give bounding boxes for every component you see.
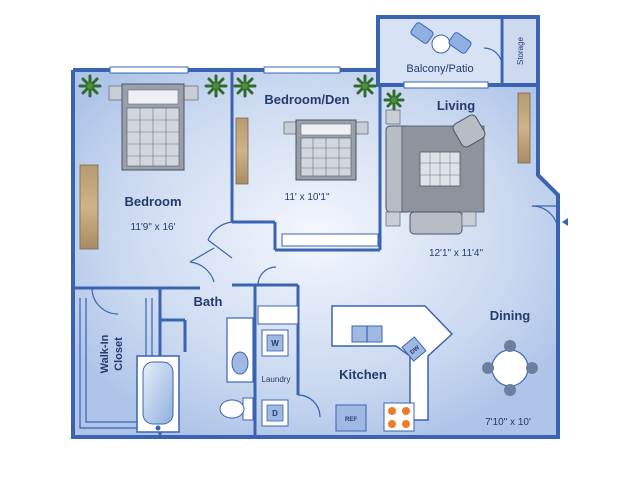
door-bedroom-leaf	[207, 239, 233, 259]
balcony-chair-2	[448, 32, 472, 54]
dining-chair-top	[504, 340, 516, 352]
den-closet	[281, 233, 379, 247]
storage-floor	[502, 17, 538, 85]
burner-4	[402, 420, 410, 428]
bedroom-nightstand-left	[108, 85, 124, 101]
window-bedroom	[109, 66, 189, 74]
washer-lid	[266, 334, 284, 352]
dryer-door	[266, 404, 284, 422]
door-closet	[91, 287, 119, 315]
stove	[383, 402, 415, 432]
plant-icon	[204, 74, 228, 98]
living-end-table-3	[461, 211, 477, 227]
door-bath	[189, 261, 215, 283]
bathroom-sink	[231, 351, 249, 375]
label-bedroom-den: Bedroom/Den	[264, 92, 349, 107]
den-nightstand-right	[355, 121, 369, 135]
dishwasher-label: DW	[410, 345, 422, 356]
toilet-bowl	[219, 399, 245, 419]
dining-table	[491, 349, 529, 387]
bedroom-pillows	[127, 89, 179, 105]
entry-marker	[562, 218, 568, 226]
label-living: Living	[437, 98, 475, 113]
balcony-chair-1	[410, 22, 434, 44]
living-loveseat	[409, 211, 463, 235]
label-storage: Storage	[516, 36, 525, 65]
refrigerator-label: REF	[345, 417, 357, 423]
bedroom-bed-grid	[127, 108, 179, 166]
balcony-wall	[376, 15, 540, 85]
plant-icon	[78, 74, 102, 98]
balcony-table	[431, 34, 451, 54]
label-balcony: Balcony/Patio	[406, 63, 473, 75]
living-tv-console	[517, 92, 531, 164]
dims-bedroom-den: 11' x 10'1"	[285, 192, 330, 203]
label-laundry: Laundry	[262, 375, 291, 384]
label-kitchen: Kitchen	[339, 367, 387, 382]
dishwasher	[401, 336, 427, 362]
dining-chair-left	[482, 362, 494, 374]
exterior-wall	[71, 68, 560, 439]
label-walk-in-closet-line2: Closet	[113, 337, 125, 371]
coffee-table-grid	[420, 152, 460, 186]
tub-faucet	[155, 425, 161, 431]
refrigerator	[335, 404, 367, 432]
bedroom-nightstand-right	[183, 85, 199, 101]
burner-1	[388, 407, 396, 415]
burner-2	[402, 407, 410, 415]
living-armchair	[452, 114, 486, 148]
den-nightstand-left	[283, 121, 297, 135]
washer-label: W	[271, 339, 279, 348]
burner-3	[388, 420, 396, 428]
bedroom-dresser	[79, 164, 99, 250]
den-pillows	[300, 123, 352, 136]
label-dining: Dining	[490, 308, 530, 323]
label-bedroom: Bedroom	[124, 194, 181, 209]
dims-living: 12'1" x 11'4"	[429, 248, 484, 259]
window-den	[263, 66, 341, 74]
door-storage	[483, 47, 503, 67]
dining-chair-bottom	[504, 384, 516, 396]
dining-chair-right	[526, 362, 538, 374]
laundry-shelf	[257, 305, 299, 325]
dims-bedroom: 11'9" x 16'	[131, 222, 176, 233]
dims-dining: 7'10" x 10'	[485, 417, 531, 428]
den-bed-grid	[301, 138, 351, 176]
den-desk	[235, 117, 249, 185]
living-end-table-2	[385, 211, 401, 227]
plant-icon	[233, 74, 257, 98]
door-laundry	[297, 394, 321, 418]
label-walk-in-closet-line1: Walk-In	[99, 334, 111, 373]
plant-icon	[383, 89, 405, 111]
plant-icon	[353, 74, 377, 98]
dryer-label: D	[272, 409, 278, 418]
living-end-table-1	[385, 109, 401, 125]
door-bedroom	[207, 221, 233, 241]
door-hall-closet	[257, 266, 277, 286]
label-bath: Bath	[194, 294, 223, 309]
door-bath-leaf	[189, 247, 215, 263]
bathtub-basin	[142, 361, 174, 425]
sliding-door-balcony	[403, 81, 489, 89]
